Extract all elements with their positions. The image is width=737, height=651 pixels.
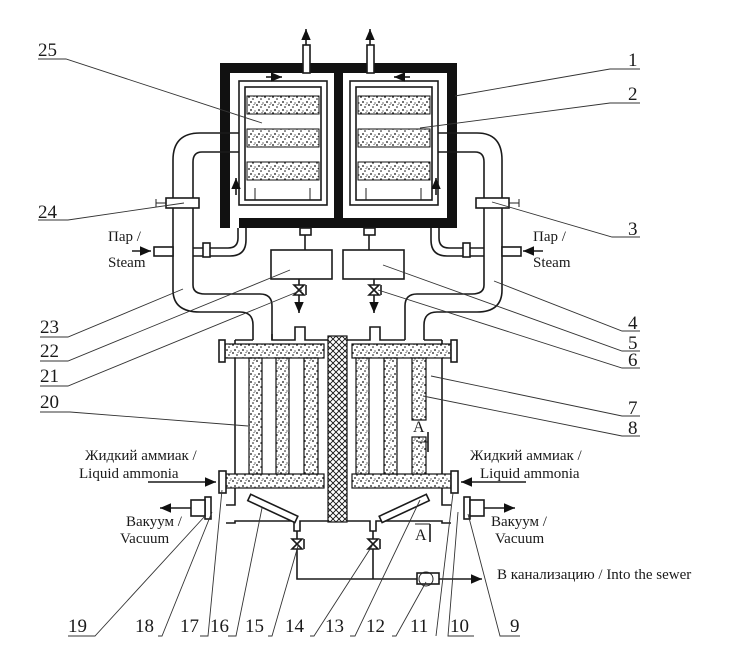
- valve-right: [367, 279, 382, 313]
- steam-pipe-right: [404, 132, 543, 340]
- left-fittings: [148, 470, 227, 520]
- svg-text:15: 15: [245, 616, 264, 637]
- svg-text:A: A: [415, 527, 427, 544]
- svg-text:Vacuum: Vacuum: [120, 531, 169, 547]
- right-fittings: [450, 470, 526, 520]
- callout-3: 3: [491, 201, 640, 240]
- svg-text:Vacuum: Vacuum: [495, 531, 544, 547]
- top-outlets: [301, 29, 375, 74]
- svg-text:20: 20: [40, 392, 59, 413]
- callout-15: 15: [245, 545, 299, 637]
- callouts: 1 2 3 4 5 6 7 8 9 10 11 12 13 14 15 16 1…: [38, 40, 640, 637]
- vacuum-label-left: Вакуум / Vacuum: [120, 514, 183, 547]
- svg-text:14: 14: [285, 616, 305, 637]
- svg-text:Liquid ammonia: Liquid ammonia: [480, 466, 580, 482]
- drain-line: [290, 531, 482, 587]
- svg-text:3: 3: [628, 219, 638, 240]
- svg-text:Вакуум /: Вакуум /: [491, 514, 548, 530]
- callout-24: 24: [38, 202, 185, 223]
- callout-14: 14: [285, 545, 373, 637]
- callout-7: 7: [430, 375, 640, 419]
- separator-left: [270, 249, 333, 280]
- svg-text:Liquid ammonia: Liquid ammonia: [79, 466, 179, 482]
- steam-label-right: Пар / Steam: [533, 229, 571, 271]
- callout-12: 12: [366, 581, 427, 637]
- svg-text:22: 22: [40, 341, 59, 362]
- svg-text:Steam: Steam: [108, 255, 146, 271]
- svg-text:2: 2: [628, 84, 638, 105]
- ammonia-label-left: Жидкий аммиак / Liquid ammonia: [79, 448, 198, 482]
- callout-18: 18: [135, 511, 213, 637]
- callout-17: 17: [180, 489, 223, 637]
- callout-22: 22: [40, 269, 291, 362]
- svg-text:7: 7: [628, 398, 638, 419]
- callout-21: 21: [40, 289, 303, 387]
- svg-text:18: 18: [135, 616, 154, 637]
- adsorber-right: [349, 72, 439, 206]
- svg-text:4: 4: [628, 313, 638, 334]
- callout-19: 19: [68, 515, 206, 637]
- evaporator-body: [218, 326, 458, 532]
- callout-23: 23: [40, 288, 184, 338]
- svg-text:A: A: [413, 419, 425, 436]
- sewer-label: В канализацию / Into the sewer: [497, 567, 691, 583]
- svg-text:12: 12: [366, 616, 385, 637]
- svg-text:16: 16: [210, 616, 229, 637]
- svg-text:11: 11: [410, 616, 428, 637]
- ammonia-label-right: Жидкий аммиак / Liquid ammonia: [470, 448, 583, 482]
- svg-text:23: 23: [40, 317, 59, 338]
- callout-1: 1: [454, 50, 640, 97]
- svg-text:Жидкий аммиак /: Жидкий аммиак /: [470, 448, 583, 464]
- section-mark: A A: [413, 419, 431, 544]
- svg-text:6: 6: [628, 350, 638, 371]
- callout-10: 10: [447, 511, 474, 637]
- svg-text:1: 1: [628, 50, 638, 71]
- svg-text:9: 9: [510, 616, 520, 637]
- vacuum-label-right: Вакуум / Vacuum: [491, 514, 548, 547]
- adsorber-drains: [299, 227, 376, 250]
- svg-text:21: 21: [40, 366, 59, 387]
- callout-11: 11: [410, 492, 454, 637]
- svg-text:Жидкий аммиак /: Жидкий аммиак /: [85, 448, 198, 464]
- separator-right: [342, 249, 405, 280]
- svg-text:24: 24: [38, 202, 58, 223]
- callout-16: 16: [210, 507, 263, 637]
- callout-9: 9: [467, 513, 520, 637]
- svg-text:19: 19: [68, 616, 87, 637]
- svg-text:Вакуум /: Вакуум /: [126, 514, 183, 530]
- callout-4: 4: [493, 280, 640, 334]
- svg-text:10: 10: [450, 616, 469, 637]
- adsorber-left: [238, 72, 328, 206]
- svg-text:Пар /: Пар /: [108, 229, 142, 245]
- svg-text:Пар /: Пар /: [533, 229, 567, 245]
- callout-5: 5: [382, 264, 640, 354]
- svg-text:13: 13: [325, 616, 344, 637]
- outer-casing: [220, 63, 457, 228]
- callout-6: 6: [377, 289, 640, 371]
- svg-text:25: 25: [38, 40, 57, 61]
- callout-20: 20: [40, 392, 249, 427]
- steam-label-left: Пар / Steam: [108, 229, 146, 271]
- svg-text:8: 8: [628, 418, 638, 439]
- callout-2: 2: [419, 84, 640, 129]
- svg-text:5: 5: [628, 333, 638, 354]
- callout-8: 8: [422, 395, 640, 439]
- callout-25: 25: [38, 40, 263, 124]
- svg-text:17: 17: [180, 616, 199, 637]
- callout-13: 13: [325, 499, 421, 637]
- svg-text:Steam: Steam: [533, 255, 571, 271]
- valve-left: [292, 279, 307, 313]
